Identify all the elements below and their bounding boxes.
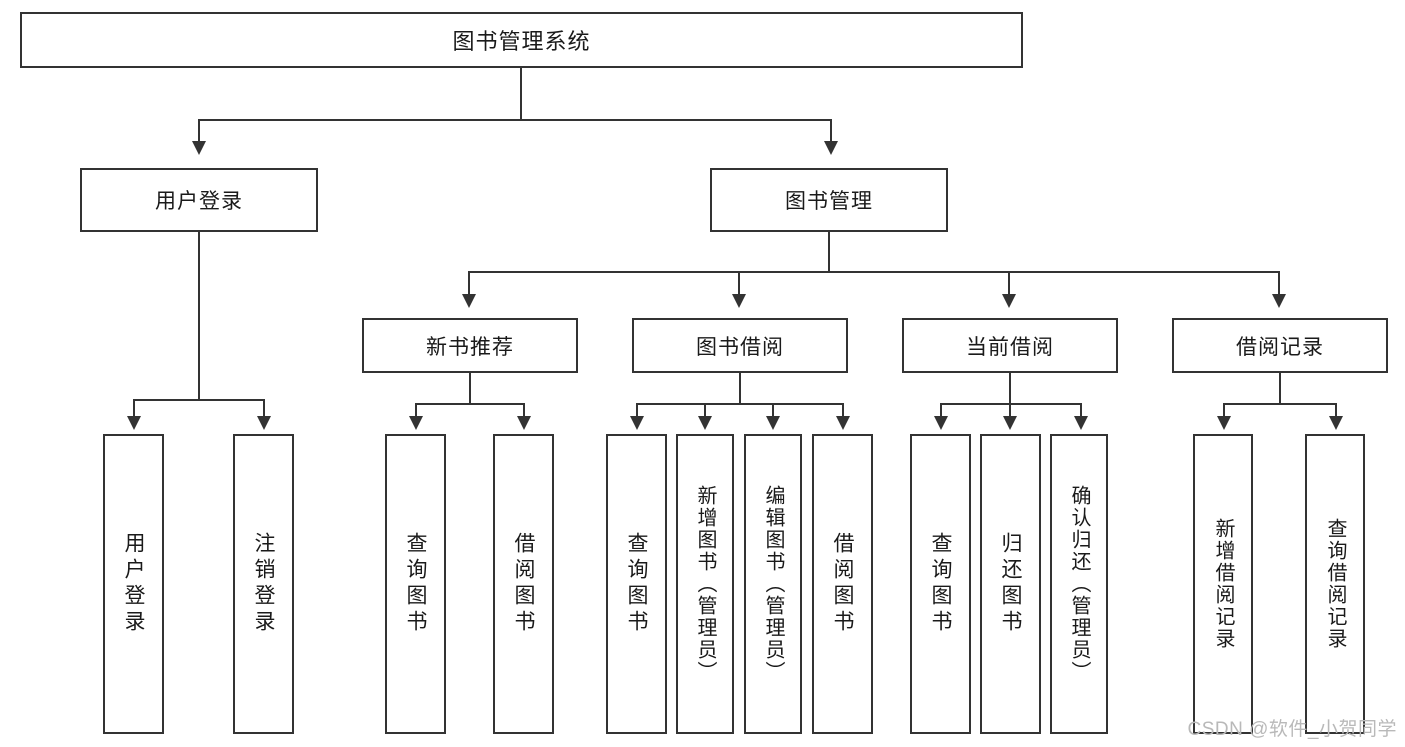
connector-level1-drop-1 xyxy=(198,119,200,142)
arrowhead-new-book-leaf-2 xyxy=(517,416,531,430)
arrowhead-user-login-leaf-1 xyxy=(127,416,141,430)
arrowhead-new-book-leaf-1 xyxy=(409,416,423,430)
connector-new-book-stem xyxy=(469,373,471,404)
connector-book-borrow-stem xyxy=(739,373,741,404)
connector-borrow-record-drop-2 xyxy=(1335,403,1337,417)
csdn-watermark: CSDN @软件_小贺同学 xyxy=(1187,719,1397,740)
connector-book-borrow-drop-4 xyxy=(842,403,844,417)
connector-new-book-bus xyxy=(415,403,525,405)
node-book-borrow[interactable]: 图书借阅 xyxy=(632,318,848,373)
leaf-current-borrow-confirm-return-admin[interactable]: 确认归还（管理员） xyxy=(1050,434,1108,734)
connector-user-login-drop-1 xyxy=(133,399,135,417)
leaf-book-borrow-add-book-admin[interactable]: 新增图书（管理员） xyxy=(676,434,734,734)
leaf-new-book-borrow-book[interactable]: 借阅图书 xyxy=(493,434,554,734)
connector-level2-drop-1 xyxy=(468,271,470,295)
connector-level1-bus xyxy=(198,119,832,121)
arrowhead-level1-1 xyxy=(192,141,206,155)
leaf-borrow-record-query-record[interactable]: 查询借阅记录 xyxy=(1305,434,1365,734)
connector-root-stem xyxy=(520,68,522,120)
arrowhead-book-borrow-leaf-1 xyxy=(630,416,644,430)
arrowhead-current-borrow-leaf-3 xyxy=(1074,416,1088,430)
node-root-book-management-system[interactable]: 图书管理系统 xyxy=(20,12,1023,68)
arrowhead-level2-4 xyxy=(1272,294,1286,308)
connector-borrow-record-stem xyxy=(1279,373,1281,404)
connector-book-management-stem xyxy=(828,232,830,272)
arrowhead-level2-1 xyxy=(462,294,476,308)
connector-level2-drop-2 xyxy=(738,271,740,295)
arrowhead-borrow-record-leaf-2 xyxy=(1329,416,1343,430)
connector-book-borrow-drop-3 xyxy=(772,403,774,417)
leaf-book-borrow-query-book[interactable]: 查询图书 xyxy=(606,434,667,734)
connector-borrow-record-bus xyxy=(1223,403,1337,405)
connector-level2-drop-4 xyxy=(1278,271,1280,295)
connector-current-borrow-drop-2 xyxy=(1009,403,1011,417)
connector-level1-drop-2 xyxy=(830,119,832,142)
arrowhead-book-borrow-leaf-4 xyxy=(836,416,850,430)
arrowhead-book-borrow-leaf-3 xyxy=(766,416,780,430)
connector-user-login-stem xyxy=(198,232,200,400)
leaf-new-book-query-book[interactable]: 查询图书 xyxy=(385,434,446,734)
arrowhead-user-login-leaf-2 xyxy=(257,416,271,430)
connector-user-login-drop-2 xyxy=(263,399,265,417)
arrowhead-current-borrow-leaf-1 xyxy=(934,416,948,430)
arrowhead-level2-2 xyxy=(732,294,746,308)
connector-current-borrow-drop-1 xyxy=(940,403,942,417)
leaf-current-borrow-return-book[interactable]: 归还图书 xyxy=(980,434,1041,734)
node-current-borrow[interactable]: 当前借阅 xyxy=(902,318,1118,373)
leaf-current-borrow-query-book[interactable]: 查询图书 xyxy=(910,434,971,734)
connector-current-borrow-bus xyxy=(940,403,1082,405)
arrowhead-borrow-record-leaf-1 xyxy=(1217,416,1231,430)
arrowhead-level2-3 xyxy=(1002,294,1016,308)
arrowhead-current-borrow-leaf-2 xyxy=(1003,416,1017,430)
node-book-management[interactable]: 图书管理 xyxy=(710,168,948,232)
connector-borrow-record-drop-1 xyxy=(1223,403,1225,417)
node-new-book-recommend[interactable]: 新书推荐 xyxy=(362,318,578,373)
connector-book-borrow-drop-2 xyxy=(704,403,706,417)
leaf-user-login-login[interactable]: 用户登录 xyxy=(103,434,164,734)
connector-book-borrow-drop-1 xyxy=(636,403,638,417)
connector-user-login-bus xyxy=(133,399,265,401)
connector-book-borrow-bus xyxy=(636,403,844,405)
connector-current-borrow-stem xyxy=(1009,373,1011,404)
leaf-borrow-record-add-record[interactable]: 新增借阅记录 xyxy=(1193,434,1253,734)
node-borrow-record[interactable]: 借阅记录 xyxy=(1172,318,1388,373)
arrowhead-book-borrow-leaf-2 xyxy=(698,416,712,430)
leaf-book-borrow-borrow-book[interactable]: 借阅图书 xyxy=(812,434,873,734)
arrowhead-level1-2 xyxy=(824,141,838,155)
node-user-login[interactable]: 用户登录 xyxy=(80,168,318,232)
connector-level2-bus xyxy=(468,271,1280,273)
connector-new-book-drop-1 xyxy=(415,403,417,417)
connector-new-book-drop-2 xyxy=(523,403,525,417)
connector-level2-drop-3 xyxy=(1008,271,1010,295)
leaf-book-borrow-edit-book-admin[interactable]: 编辑图书（管理员） xyxy=(744,434,802,734)
connector-current-borrow-drop-3 xyxy=(1080,403,1082,417)
leaf-user-login-logout[interactable]: 注销登录 xyxy=(233,434,294,734)
